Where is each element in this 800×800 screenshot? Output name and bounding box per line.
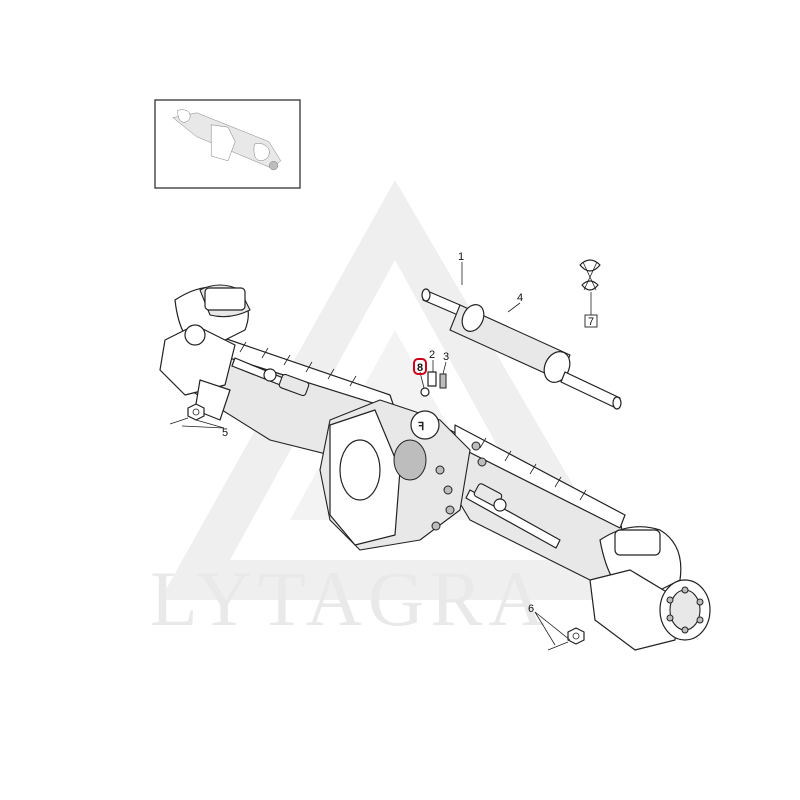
callout-8-highlight	[413, 358, 427, 375]
axle-housing: ꟻ	[189, 334, 631, 586]
callout-4[interactable]: 4	[517, 292, 523, 304]
callout-2[interactable]: 2	[429, 349, 435, 361]
left-steering-knuckle	[159, 284, 251, 421]
seal-kit-icon[interactable]	[579, 259, 601, 291]
right-nut-bolt[interactable]	[547, 627, 585, 651]
right-tie-rod	[465, 483, 561, 549]
callout-3[interactable]: 3	[443, 351, 449, 363]
callout-7[interactable]: 7	[588, 316, 594, 328]
callout-labels: 1 2 3 4 5 6 7 8	[222, 251, 598, 615]
thumbnail-box[interactable]	[154, 99, 301, 189]
callout-1[interactable]: 1	[458, 251, 464, 263]
steering-cylinder[interactable]	[421, 288, 622, 410]
left-nut-bolt[interactable]	[169, 403, 205, 425]
watermark-text: LYTAGRA	[150, 555, 551, 642]
axle-overview-thumbnail-icon	[172, 109, 281, 171]
leader-lines	[181, 262, 592, 646]
svg-text:ꟻ: ꟻ	[418, 421, 424, 433]
right-steering-knuckle	[589, 526, 711, 651]
left-tie-rod	[231, 357, 310, 397]
callout-5[interactable]: 5	[222, 427, 228, 439]
callout-8[interactable]: 8	[417, 362, 423, 374]
callout-6[interactable]: 6	[528, 603, 534, 615]
grease-fittings[interactable]	[420, 371, 447, 397]
